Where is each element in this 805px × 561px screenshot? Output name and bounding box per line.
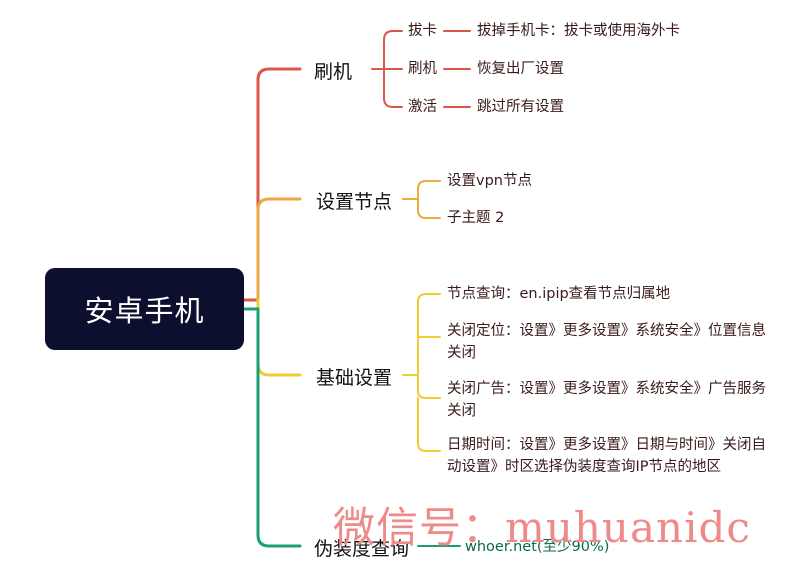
leaf-whoer[interactable]: whoer.net(至少90%)	[465, 539, 610, 555]
leaf-bake-detail[interactable]: 拔掉手机卡：拔卡或使用海外卡	[477, 23, 680, 39]
branch-shuaji[interactable]: 刷机	[314, 61, 353, 83]
leaf-bake-label[interactable]: 拔卡	[408, 23, 437, 39]
connector-jiedian-sub	[402, 180, 441, 219]
watermark-text: 微信号：muhuanidc	[333, 503, 751, 552]
leaf-close-location[interactable]: 关闭定位：设置》更多设置》系统安全》位置信息关闭	[447, 323, 766, 361]
branch-weizhuang-chaxun[interactable]: 伪装度查询	[314, 538, 410, 560]
root-node[interactable]: 安卓手机	[45, 268, 244, 350]
connector-jichu-sub	[402, 293, 441, 452]
leaf-vpn-node[interactable]: 设置vpn节点	[447, 173, 532, 189]
connector-orange	[256, 197, 302, 302]
leaf-subtopic-2[interactable]: 子主题 2	[447, 210, 505, 226]
dash-1	[443, 30, 471, 108]
branch-shezhi-jiedian[interactable]: 设置节点	[316, 191, 393, 213]
connector-green	[242, 307, 302, 548]
leaf-jihuo-detail[interactable]: 跳过所有设置	[477, 99, 564, 115]
connector-shuaji-sub	[371, 30, 403, 108]
branch-jichu-shezhi[interactable]: 基础设置	[316, 367, 393, 389]
leaf-date-time[interactable]: 日期时间：设置》更多设置》日期与时间》关闭自动设置》时区选择伪装度查询IP节点的…	[447, 437, 766, 475]
connector-red	[242, 67, 302, 302]
leaf-shuaji-detail[interactable]: 恢复出厂设置	[477, 61, 564, 77]
leaf-shuaji-label[interactable]: 刷机	[408, 61, 437, 77]
leaf-close-ads[interactable]: 关闭广告：设置》更多设置》系统安全》广告服务关闭	[447, 381, 766, 419]
leaf-jihuo-label[interactable]: 激活	[408, 99, 437, 115]
connector-yellow	[256, 298, 302, 377]
leaf-node-query[interactable]: 节点查询：en.ipip查看节点归属地	[447, 286, 671, 302]
